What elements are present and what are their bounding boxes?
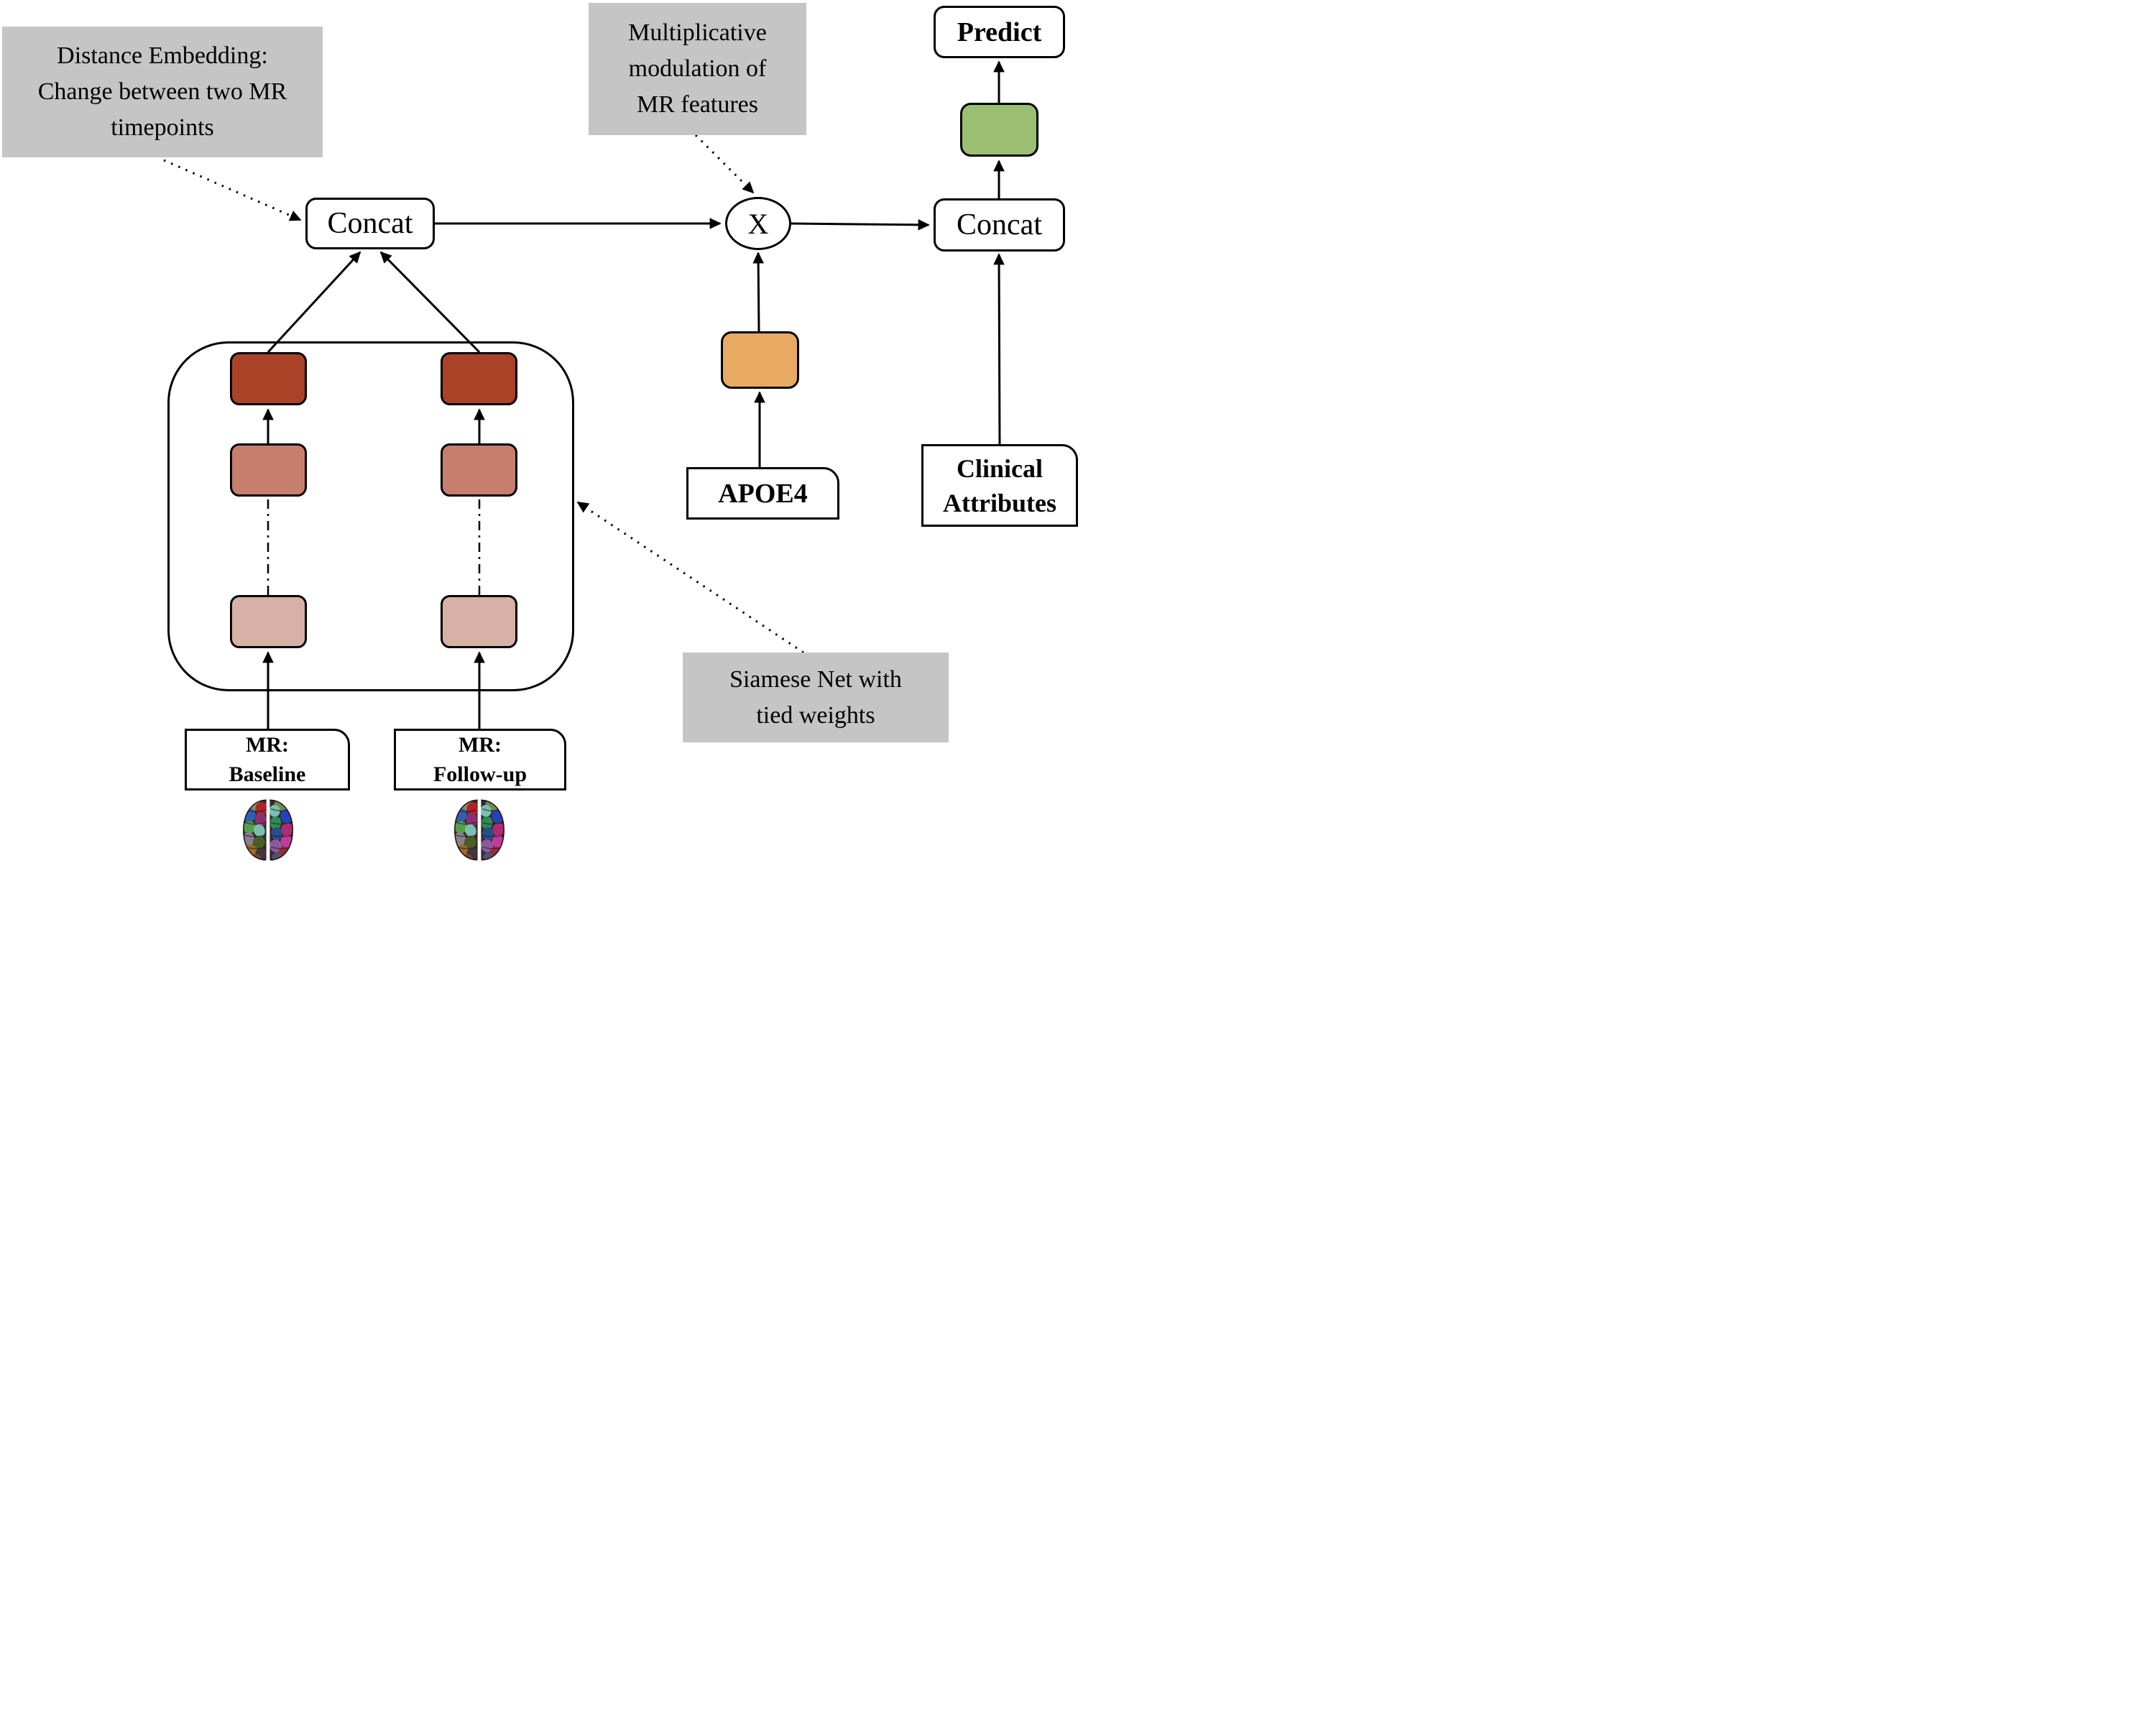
mr-followup-line: Follow-up bbox=[433, 762, 528, 786]
siamese-layer-deep-right bbox=[441, 352, 517, 405]
annotation-siamese-net: Siamese Net with tied weights bbox=[683, 653, 949, 742]
annotation-line: MR features bbox=[636, 91, 758, 118]
concat-left-label: Concat bbox=[327, 207, 413, 240]
annotation-line: Siamese Net with bbox=[729, 665, 902, 693]
siamese-layer-mid-right bbox=[441, 443, 517, 497]
siamese-layer-deep-left bbox=[230, 352, 307, 405]
distance-embedding-pointer-arrow bbox=[163, 159, 302, 221]
clinical-attributes-node: Clinical Attributes bbox=[921, 444, 1078, 527]
multiply-to-concat-arrow bbox=[791, 219, 930, 231]
brain-image-followup bbox=[454, 799, 505, 861]
mr-followup-line: MR: bbox=[459, 733, 502, 757]
mr-baseline-node: MR: Baseline bbox=[185, 729, 350, 790]
siamese-layer-input-left bbox=[230, 595, 307, 648]
clinical-label-line: Attributes bbox=[943, 488, 1056, 517]
brain-image-baseline bbox=[243, 799, 293, 861]
annotation-line: Multiplicative bbox=[628, 19, 767, 46]
right-dark-to-concat-arrow bbox=[379, 251, 481, 354]
left-dark-to-concat-arrow bbox=[267, 251, 361, 354]
annotation-line: Change between two MR bbox=[37, 78, 287, 105]
multiplicative-pointer-arrow bbox=[694, 134, 755, 194]
siamese-net-container bbox=[167, 341, 574, 691]
mr-followup-node: MR: Follow-up bbox=[394, 729, 566, 790]
apoe4-embedding-orange bbox=[721, 331, 799, 389]
orange-to-multiply-arrow bbox=[752, 252, 764, 332]
siamese-layer-mid-left bbox=[230, 443, 307, 497]
mr-baseline-line: MR: bbox=[246, 733, 289, 757]
annotation-multiplicative-modulation: Multiplicative modulation of MR features bbox=[589, 3, 806, 135]
siamese-layer-input-right bbox=[441, 595, 517, 648]
annotation-line: timepoints bbox=[111, 114, 214, 141]
clinical-label-line: Clinical bbox=[956, 453, 1043, 483]
hidden-layer-green bbox=[960, 103, 1038, 157]
concat-right-label: Concat bbox=[957, 208, 1042, 241]
predict-label: Predict bbox=[957, 17, 1042, 47]
mr-baseline-line: Baseline bbox=[229, 762, 306, 786]
clinical-to-concat-arrow bbox=[993, 253, 1005, 445]
apoe4-label: APOE4 bbox=[718, 478, 808, 509]
annotation-distance-embedding: Distance Embedding: Change between two M… bbox=[2, 27, 323, 157]
predict-node: Predict bbox=[934, 6, 1065, 58]
multiply-node: X bbox=[725, 197, 791, 250]
annotation-line: tied weights bbox=[756, 701, 875, 729]
siamese-pointer-arrow bbox=[576, 501, 804, 654]
annotation-line: Distance Embedding: bbox=[57, 42, 268, 69]
concat-left-node: Concat bbox=[305, 198, 435, 249]
annotation-line: modulation of bbox=[628, 55, 767, 82]
multiply-label: X bbox=[747, 207, 769, 240]
concat-right-node: Concat bbox=[934, 198, 1065, 252]
architecture-diagram: Distance Embedding: Change between two M… bbox=[0, 0, 1078, 862]
apoe4-node: APOE4 bbox=[686, 467, 839, 520]
